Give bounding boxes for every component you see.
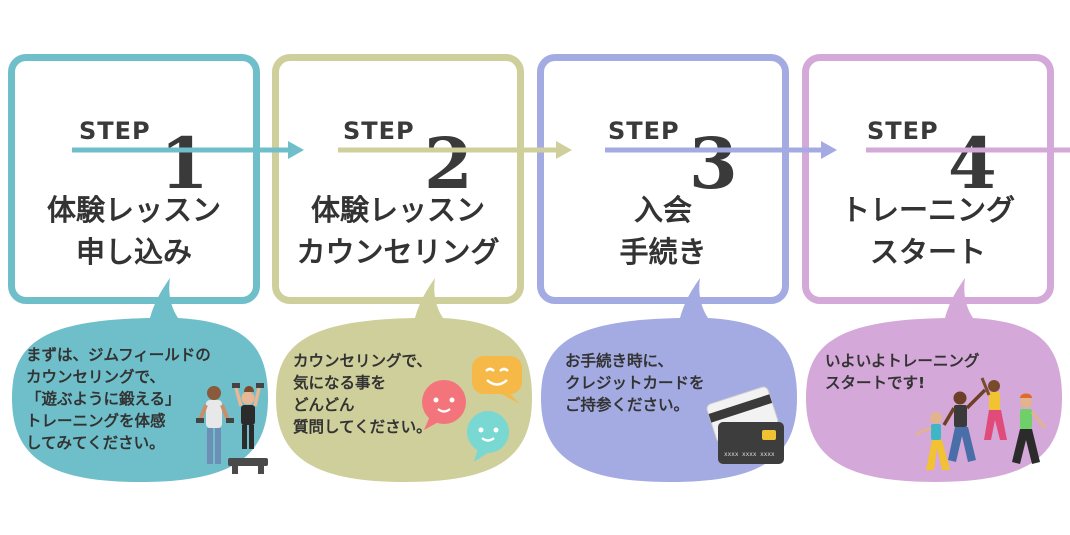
bubble-4-text: いよいよトレーニング スタートです! [825, 350, 979, 394]
step-3-title-line-1: 入会 [633, 193, 692, 227]
step-2-card: STEP 2 体験レッスン カウンセリング [272, 54, 524, 304]
bubble-1-text: まずは、ジムフィールドの カウンセリングで、 「遊ぶように鍛える」 トレーニング… [26, 344, 211, 454]
bubble-3-line-3: ご持参ください。 [565, 396, 690, 414]
arrow-3 [605, 141, 837, 159]
step-4-label: STEP [867, 117, 939, 145]
trainer-people-icon [196, 383, 268, 474]
step-3-title: 入会 手続き [544, 189, 782, 273]
bubble-4-line-1: いよいよトレーニング [825, 352, 980, 370]
bubble-3-line-1: お手続き時に、 [565, 352, 674, 370]
bubble-3-text: お手続き時に、 クレジットカードを ご持参ください。 [565, 350, 705, 416]
step-1-number: 1 [160, 122, 209, 205]
step-1-title: 体験レッスン 申し込み [15, 189, 253, 273]
bubble-1-line-3: 「遊ぶように鍛える」 [26, 390, 181, 408]
step-4-number: 4 [948, 122, 997, 205]
chat-emoji-icon [422, 356, 522, 462]
step-1-title-line-2: 申し込み [75, 235, 192, 269]
arrow-1 [72, 141, 304, 159]
credit-card-icon: xxxx xxxx xxxx [706, 386, 784, 464]
step-3-number: 3 [689, 122, 738, 205]
bubble-3-line-2: クレジットカードを [565, 374, 705, 392]
bubble-1 [12, 278, 268, 482]
bubble-2-line-1: カウンセリングで、 [293, 352, 432, 370]
step-2-title-line-2: カウンセリング [296, 235, 500, 269]
svg-text:xxxx xxxx xxxx: xxxx xxxx xxxx [724, 451, 775, 458]
step-4-card: STEP 4 トレーニング スタート [802, 54, 1054, 304]
step-1-label: STEP [79, 117, 151, 145]
step-4-title-line-1: トレーニング [840, 193, 1015, 227]
bubble-2-line-3: どんどん [293, 396, 355, 414]
bubble-1-line-5: してみてください。 [26, 434, 165, 452]
step-2-title: 体験レッスン カウンセリング [279, 189, 517, 273]
step-3-card: STEP 3 入会 手続き [537, 54, 789, 304]
bubble-1-line-2: カウンセリングで、 [26, 368, 165, 386]
step-1-card: STEP 1 体験レッスン 申し込み [8, 54, 260, 304]
step-3-title-line-2: 手続き [619, 235, 707, 269]
step-2-label: STEP [343, 117, 415, 145]
step-4-title: トレーニング スタート [809, 189, 1047, 273]
step-1-title-line-1: 体験レッスン [46, 193, 221, 227]
bubble-2-line-4: 質問してください。 [293, 418, 432, 436]
bubble-4-line-2: スタートです! [825, 374, 926, 392]
step-2-title-line-1: 体験レッスン [310, 193, 485, 227]
bubble-2-text: カウンセリングで、 気になる事を どんどん 質問してください。 [293, 350, 432, 438]
step-3-label: STEP [608, 117, 680, 145]
arrow-2 [338, 141, 572, 159]
step-4-title-line-2: スタート [869, 235, 986, 269]
bubble-2-line-2: 気になる事を [293, 374, 387, 392]
dancers-icon [915, 377, 1047, 470]
step-2-number: 2 [424, 122, 473, 205]
bubble-1-line-1: まずは、ジムフィールドの [26, 346, 211, 364]
bubble-1-line-4: トレーニングを体感 [26, 412, 166, 430]
